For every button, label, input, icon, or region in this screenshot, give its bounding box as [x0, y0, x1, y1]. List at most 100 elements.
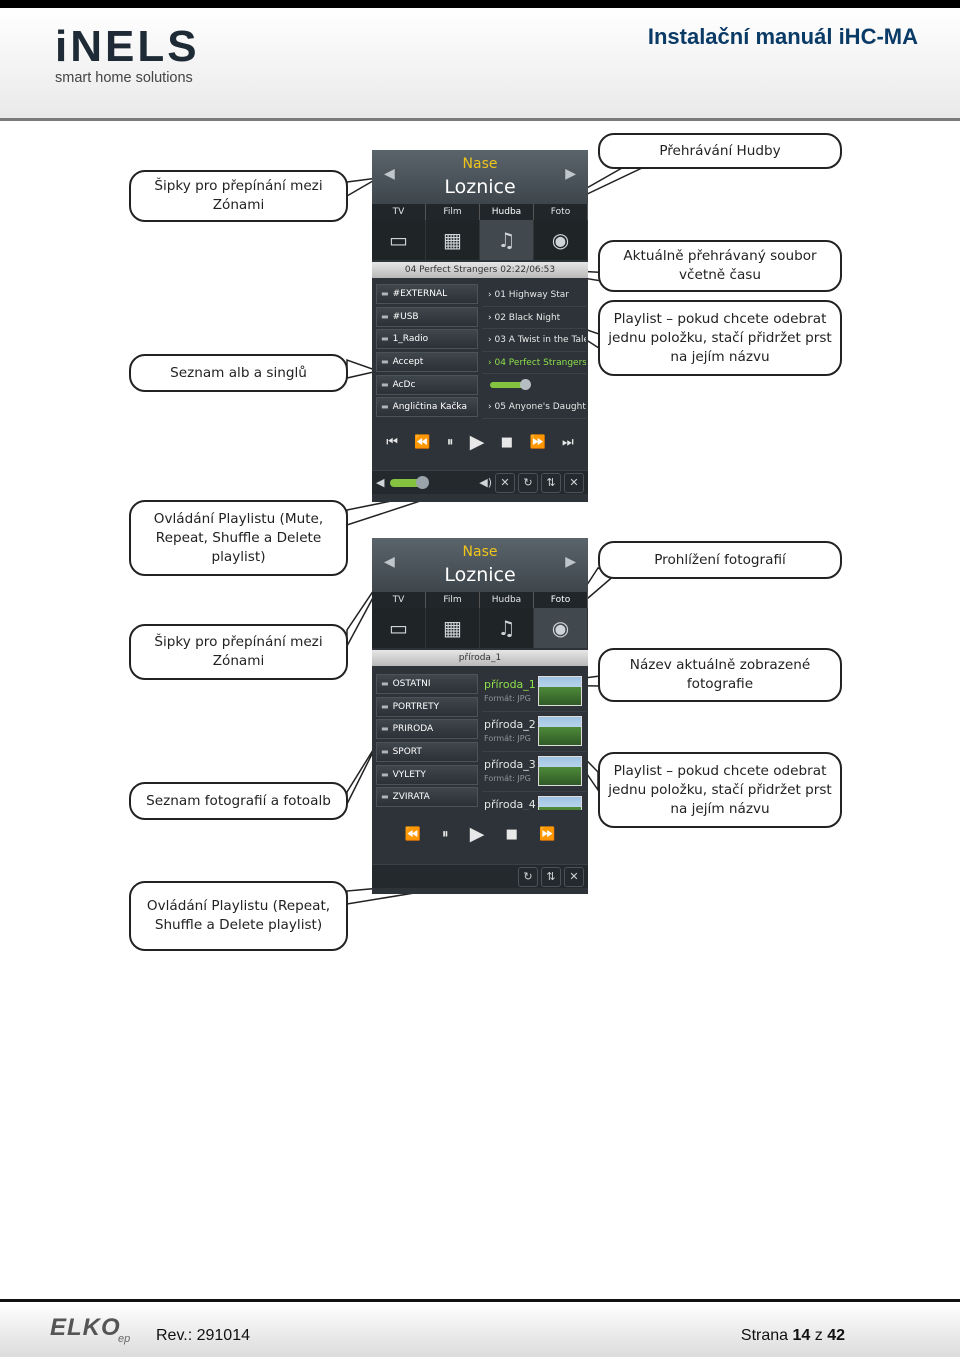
photo-name: příroda_1 [484, 678, 536, 691]
track-progress-knob[interactable] [520, 379, 531, 390]
album-item[interactable]: ▬Accept [376, 352, 478, 373]
page-header [0, 8, 960, 120]
elko-logo-sub: ep [118, 1333, 131, 1345]
skip-forward-icon[interactable]: ⏭ [562, 434, 574, 450]
photo-album-item[interactable]: ▬SPORT [376, 742, 478, 763]
tab-tv[interactable]: TV [372, 592, 426, 608]
tab-music[interactable]: Hudba [480, 204, 534, 220]
photo-thumbnail [538, 716, 582, 746]
room-name: Nase [462, 544, 498, 560]
film-icon[interactable]: ▦ [426, 220, 480, 260]
tv-icon[interactable]: ▭ [372, 608, 426, 648]
playlist-item[interactable]: › 05 Anyone's Daughter [482, 396, 586, 419]
tv-icon[interactable]: ▭ [372, 220, 426, 260]
volume-bar: ◀ ◀) ✕ ↻ ⇅ ✕ [372, 470, 588, 494]
volume-up-icon[interactable]: ◀) [479, 476, 492, 489]
rewind-icon[interactable]: ⏪ [404, 826, 421, 842]
photo-item[interactable]: příroda_3 Formát: JPG [482, 752, 586, 792]
pause-icon[interactable]: ⏸ [442, 826, 449, 842]
delete-playlist-icon[interactable]: ✕ [564, 472, 584, 493]
zone-prev-arrow-icon[interactable]: ◀ [384, 166, 395, 182]
photo-album-item[interactable]: ▬VYLETY [376, 764, 478, 785]
photo-album-item[interactable]: ▬PRIRODA [376, 719, 478, 740]
fast-forward-icon[interactable]: ⏩ [529, 434, 546, 450]
photo-album-item[interactable]: ▬PORTRETY [376, 696, 478, 717]
fast-forward-icon[interactable]: ⏩ [539, 826, 556, 842]
callout-text: Přehrávání Hudby [659, 142, 781, 159]
page-of: z [814, 1327, 823, 1344]
top-bar [0, 0, 960, 8]
music-screenshot: ◀ ▶ Nase Loznice TV Film Hudba Foto ▭ ▦ … [372, 150, 588, 502]
media-tabs: TV Film Hudba Foto [372, 592, 588, 608]
mute-icon[interactable]: ✕ [495, 472, 515, 493]
music-icon[interactable]: ♫ [480, 608, 534, 648]
play-icon[interactable]: ▶ [469, 431, 485, 453]
track-label: 01 Highway Star [494, 290, 570, 300]
callout-music-playback: Přehrávání Hudby [598, 133, 842, 169]
album-item[interactable]: ▬1_Radio [376, 329, 478, 350]
track-label: 03 A Twist in the Tale [494, 335, 586, 345]
camera-icon[interactable]: ◉ [534, 608, 588, 648]
skip-back-icon[interactable]: ⏮ [386, 434, 398, 450]
playlist-item-current[interactable]: › 04 Perfect Strangers [482, 352, 586, 374]
album-label: AcDc [392, 379, 416, 390]
playlist-item[interactable]: › 01 Highway Star [482, 284, 586, 307]
folder-icon: ▬ [381, 357, 389, 367]
repeat-icon[interactable]: ↻ [518, 472, 538, 493]
zone-name: Loznice [444, 564, 516, 586]
camera-icon[interactable]: ◉ [534, 220, 588, 260]
footer-divider [0, 1299, 960, 1302]
zone-next-arrow-icon[interactable]: ▶ [565, 166, 576, 182]
track-progress[interactable] [482, 374, 586, 396]
repeat-icon[interactable]: ↻ [518, 866, 538, 887]
callout-text: Šipky pro přepínání mezi Zónami [154, 178, 323, 213]
callout-text: Prohlížení fotografií [654, 551, 786, 568]
zone-prev-arrow-icon[interactable]: ◀ [384, 554, 395, 570]
tab-film[interactable]: Film [426, 592, 480, 608]
shuffle-icon[interactable]: ⇅ [541, 472, 561, 493]
callout-text: Playlist – pokud chcete odebrat jednu po… [608, 762, 832, 817]
album-label: SPORT [392, 747, 422, 758]
photo-item[interactable]: příroda_2 Formát: JPG [482, 712, 586, 752]
folder-icon: ▬ [381, 334, 389, 344]
zone-next-arrow-icon[interactable]: ▶ [565, 554, 576, 570]
callout-zone-arrows-1: Šipky pro přepínání mezi Zónami [129, 170, 348, 222]
tab-music[interactable]: Hudba [480, 592, 534, 608]
photo-item[interactable]: příroda_4 [482, 792, 586, 810]
photo-item-current[interactable]: příroda_1 Formát: JPG [482, 672, 586, 712]
album-item[interactable]: ▬#USB [376, 306, 478, 327]
volume-slider[interactable] [390, 475, 430, 489]
playlist-item[interactable]: › 02 Black Night [482, 307, 586, 329]
callout-text: Playlist – pokud chcete odebrat jednu po… [608, 310, 832, 365]
tab-film[interactable]: Film [426, 204, 480, 220]
play-icon[interactable]: ▶ [469, 823, 485, 845]
folder-icon: ▬ [381, 311, 389, 321]
now-playing-status: 04 Perfect Strangers 02:22/06:53 [372, 262, 588, 278]
folder-icon: ▬ [381, 724, 389, 734]
delete-playlist-icon[interactable]: ✕ [564, 866, 584, 887]
callout-photo-browsing: Prohlížení fotografií [598, 541, 842, 579]
photo-thumbnail [538, 756, 582, 786]
tab-photo[interactable]: Foto [534, 592, 588, 608]
album-item[interactable]: ▬#EXTERNAL [376, 284, 478, 304]
music-icon[interactable]: ♫ [480, 220, 534, 260]
zone-name: Loznice [444, 176, 516, 198]
film-icon[interactable]: ▦ [426, 608, 480, 648]
chevron-right-icon: › [488, 290, 492, 300]
callout-text: Ovládání Playlistu (Repeat, Shuffle a De… [146, 898, 331, 933]
stop-icon[interactable]: ■ [500, 434, 514, 450]
photo-album-item[interactable]: ▬OSTATNI [376, 674, 478, 694]
shuffle-icon[interactable]: ⇅ [541, 866, 561, 887]
rewind-icon[interactable]: ⏪ [414, 434, 431, 450]
stop-icon[interactable]: ■ [505, 826, 518, 842]
folder-icon: ▬ [381, 747, 389, 757]
album-item[interactable]: ▬Angličtina Kačka [376, 397, 478, 418]
album-item[interactable]: ▬AcDc [376, 374, 478, 395]
album-label: PORTRETY [392, 701, 440, 712]
album-list: ▬#EXTERNAL ▬#USB ▬1_Radio ▬Accept ▬AcDc … [376, 284, 478, 420]
photo-album-item[interactable]: ▬ZVIRATA [376, 787, 478, 808]
tab-photo[interactable]: Foto [534, 204, 588, 220]
tab-tv[interactable]: TV [372, 204, 426, 220]
pause-icon[interactable]: ⏸ [446, 434, 454, 450]
playlist-item[interactable]: › 03 A Twist in the Tale [482, 329, 586, 352]
